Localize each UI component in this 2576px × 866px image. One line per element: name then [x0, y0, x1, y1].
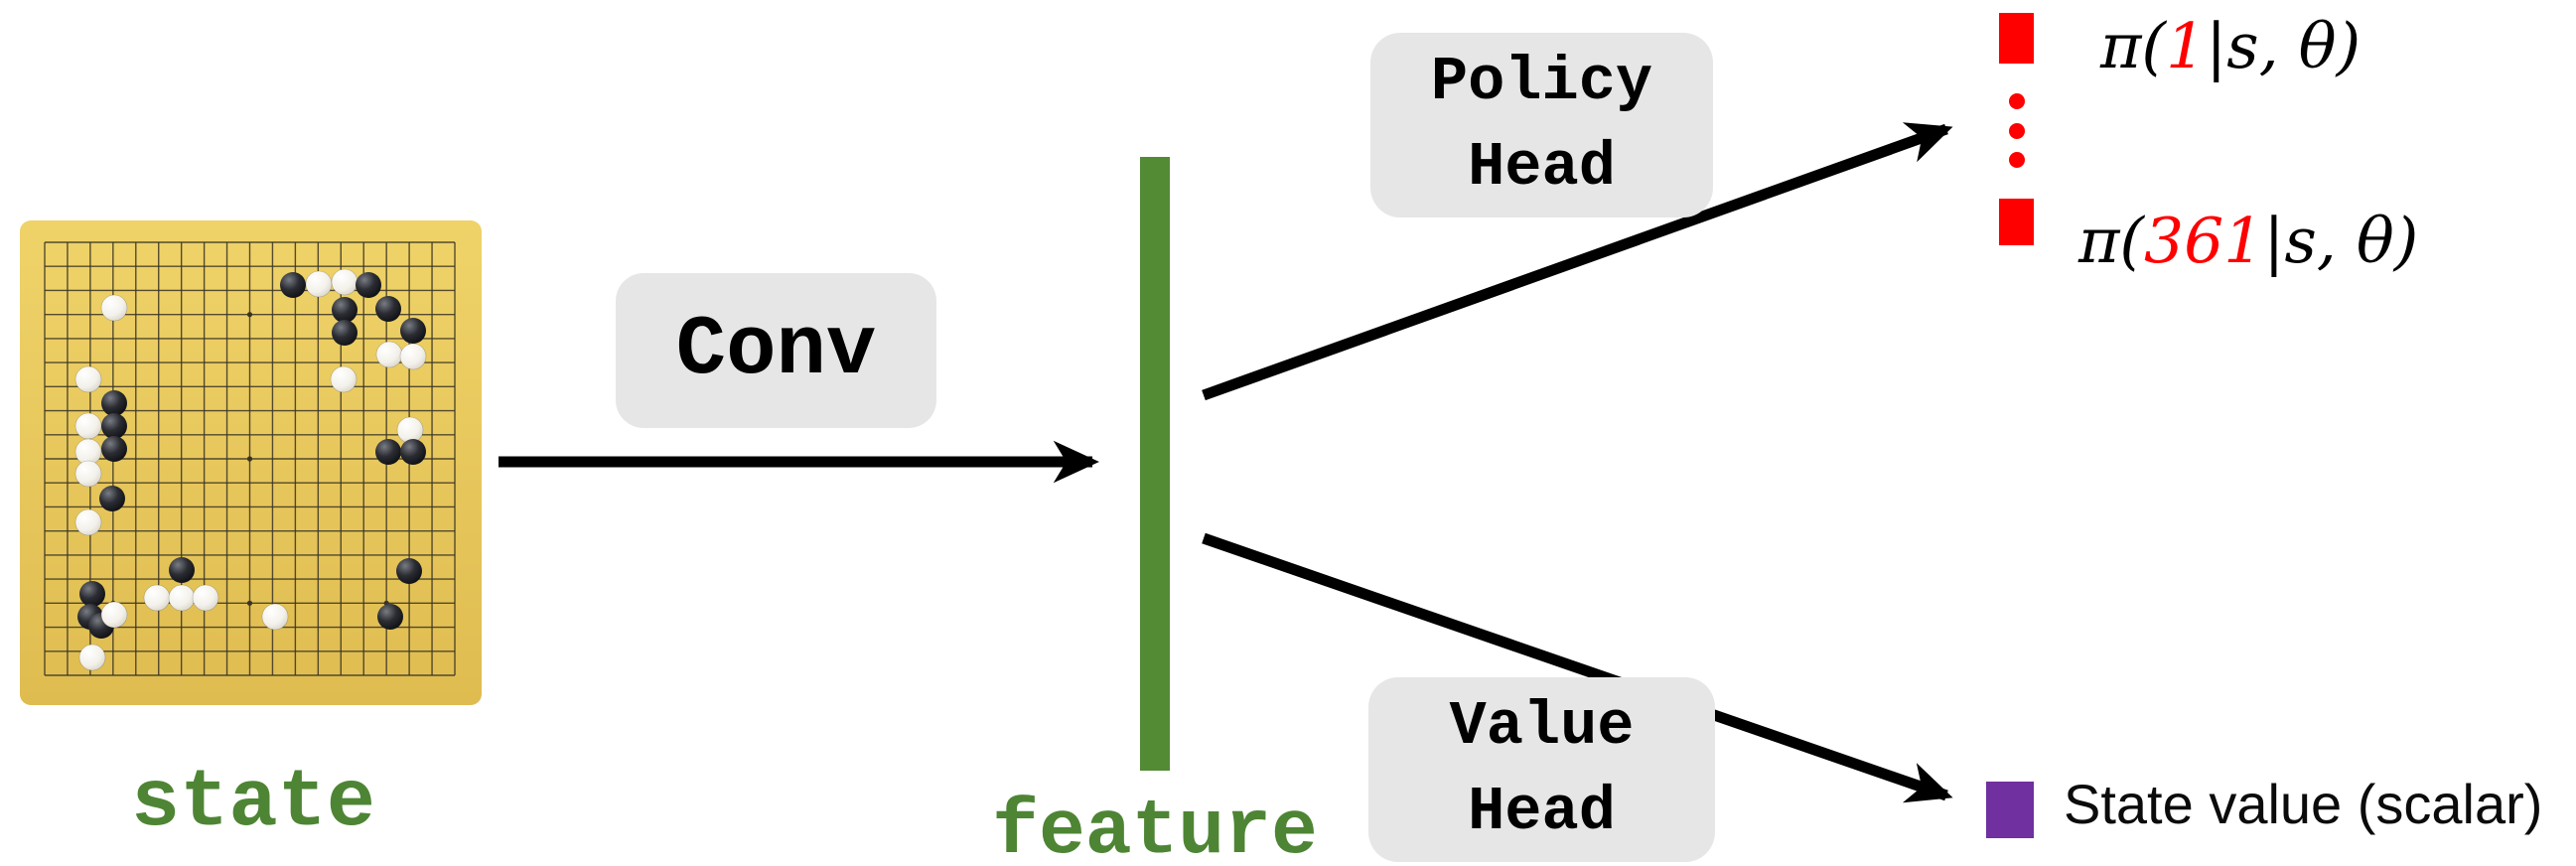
state-value-square — [1986, 782, 2034, 838]
ellipsis-dot — [2009, 123, 2025, 139]
ellipsis-dot — [2009, 152, 2025, 168]
go-stone-black — [377, 604, 403, 630]
go-stone-white — [143, 584, 171, 612]
policy-prob-last-label: π(361|s, θ) — [2078, 205, 2418, 277]
go-stone-white — [74, 460, 102, 488]
state-label: state — [130, 757, 376, 849]
math-action-index: 1 — [2165, 10, 2207, 82]
policy-output-square-first — [1999, 13, 2034, 64]
policy-head-box: Policy Head — [1370, 33, 1713, 217]
go-stone-black — [101, 436, 127, 462]
policy-head-label-line2: Head — [1468, 132, 1616, 203]
go-stone-black — [332, 297, 358, 323]
math-prefix: π( — [2078, 205, 2144, 277]
go-stone-black — [375, 439, 401, 465]
math-action-index: 361 — [2143, 205, 2264, 277]
go-stone-black — [356, 272, 381, 298]
go-stone-black — [332, 320, 358, 346]
go-stone-black — [396, 558, 422, 584]
math-prefix: π( — [2100, 10, 2166, 82]
math-suffix: |s, θ) — [2206, 10, 2361, 82]
go-stone-black — [79, 581, 105, 607]
go-stone-white — [100, 294, 128, 322]
conv-box: Conv — [616, 273, 936, 428]
go-stone-black — [400, 318, 426, 344]
feature-label: feature — [992, 789, 1318, 866]
go-stone-black — [99, 486, 125, 511]
policy-output-square-last — [1999, 199, 2034, 245]
go-stone-black — [169, 557, 195, 583]
go-stone-white — [74, 365, 102, 393]
go-stone-white — [331, 268, 358, 296]
feature-bar — [1140, 157, 1170, 771]
state-value-label: State value (scalar) — [2064, 773, 2543, 835]
go-board-image — [20, 220, 482, 705]
value-head-label-line2: Head — [1468, 777, 1616, 847]
conv-label: Conv — [675, 303, 877, 398]
go-board-stones — [74, 268, 427, 671]
go-stone-white — [78, 644, 106, 671]
go-stone-black — [400, 439, 426, 465]
go-stone-white — [100, 601, 128, 629]
policy-arrow — [1202, 122, 1953, 401]
math-suffix: |s, θ) — [2263, 205, 2419, 277]
go-stone-black — [101, 413, 127, 439]
policy-prob-first-label: π(1|s, θ) — [2100, 10, 2361, 82]
value-head-label-line1: Value — [1449, 691, 1635, 762]
go-stone-white — [168, 584, 196, 612]
go-stone-white — [305, 270, 333, 298]
go-stone-white — [192, 584, 219, 612]
value-head-box: Value Head — [1368, 677, 1715, 862]
policy-head-label-line1: Policy — [1430, 47, 1653, 117]
go-stone-white — [396, 416, 424, 444]
value-arrow — [1202, 532, 1953, 803]
go-stone-black — [101, 390, 127, 416]
go-stone-white — [261, 603, 289, 631]
go-stone-black — [375, 296, 401, 322]
go-stone-white — [74, 412, 102, 440]
go-stone-white — [399, 343, 427, 370]
go-stone-white — [330, 365, 358, 393]
go-stone-black — [280, 272, 306, 298]
go-stone-white — [74, 508, 102, 536]
ellipsis-dot — [2009, 93, 2025, 109]
go-stone-white — [375, 341, 403, 368]
